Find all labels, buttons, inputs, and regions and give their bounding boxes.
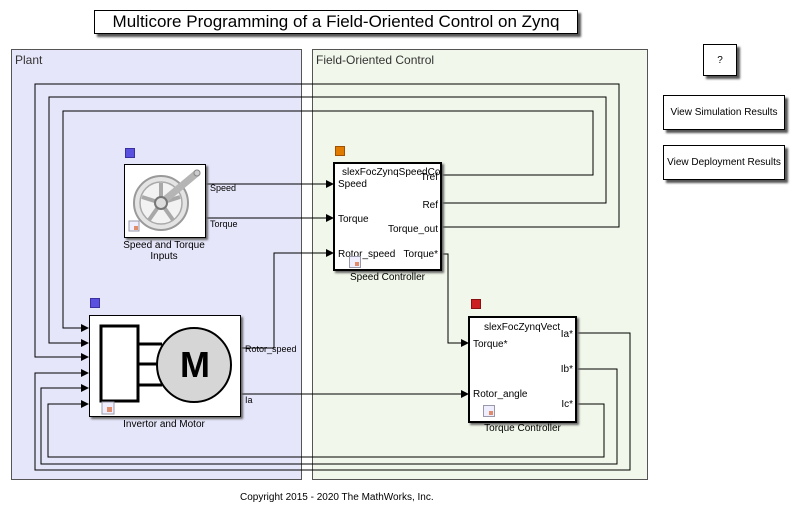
sc-out-tref: Tref	[420, 172, 438, 183]
copyright-notice: Copyright 2015 - 2020 The MathWorks, Inc…	[240, 492, 434, 503]
tc-out-ia: Ia*	[560, 329, 573, 340]
model-link-icon	[483, 405, 495, 417]
sc-out-ref: Ref	[422, 200, 438, 211]
sc-in-rotor-speed: Rotor_speed	[338, 249, 396, 260]
port-label-speed: Speed	[210, 183, 237, 193]
subsystem-badge-icon	[125, 148, 135, 158]
wire-torque-out	[34, 83, 620, 361]
torque-controller-block[interactable]: slexFocZynqVect Torque* Rotor_angle Ia* …	[468, 316, 577, 423]
motor-glyph: M	[180, 344, 210, 385]
wire-ib-ref	[40, 368, 618, 465]
motor-icon	[99, 324, 232, 415]
model-link-icon	[349, 256, 361, 268]
speed-torque-inputs-label: Speed and Torque Inputs	[123, 240, 205, 262]
invertor-motor-label: Invertor and Motor	[123, 419, 205, 430]
model-title: Multicore Programming of a Field-Oriente…	[94, 10, 578, 34]
model-reference-badge-icon	[471, 299, 481, 309]
sc-in-speed: Speed	[338, 179, 367, 190]
port-label-ia-out: Ia	[245, 395, 253, 405]
wire-torque-ref	[439, 253, 469, 347]
torque-controller-label: Torque Controller	[484, 423, 561, 434]
wire-tref	[62, 110, 594, 332]
tc-out-ic: Ic*	[561, 399, 573, 410]
wire-ia-ref	[34, 332, 631, 471]
crankset-icon	[128, 169, 201, 232]
sc-out-torque-out: Torque_out	[387, 224, 438, 235]
help-button[interactable]: ?	[703, 44, 737, 76]
wire-ref	[48, 96, 607, 347]
plant-area-label: Plant	[15, 53, 43, 67]
view-simulation-results-button[interactable]: View Simulation Results	[663, 95, 785, 130]
port-label-rotor-speed-out: Rotor_speed	[245, 344, 297, 354]
speed-controller-model-name: slexFocZynqSpeedCo	[342, 167, 440, 178]
port-label-torque: Torque	[210, 219, 238, 229]
wire-rotor-speed	[241, 249, 334, 349]
sc-out-torque-ref: Torque*	[403, 249, 438, 260]
subsystem-badge-icon	[90, 298, 100, 308]
model-reference-badge-icon	[335, 146, 345, 156]
tc-in-torque-ref: Torque*	[473, 339, 508, 350]
speed-controller-label: Speed Controller	[349, 272, 426, 283]
speed-controller-block[interactable]: slexFocZynqSpeedCo Speed Torque Rotor_sp…	[333, 162, 442, 271]
foc-area-label: Field-Oriented Control	[316, 53, 435, 67]
sc-in-torque: Torque	[338, 214, 369, 225]
speed-torque-inputs-block[interactable]	[124, 164, 206, 238]
view-deployment-results-button[interactable]: View Deployment Results	[663, 145, 785, 180]
invertor-motor-block[interactable]: M	[89, 315, 241, 417]
tc-in-rotor-angle: Rotor_angle	[473, 389, 528, 400]
tc-out-ib: Ib*	[560, 364, 573, 375]
torque-controller-model-name: slexFocZynqVect	[484, 322, 561, 333]
wire-ic-ref	[47, 400, 605, 458]
